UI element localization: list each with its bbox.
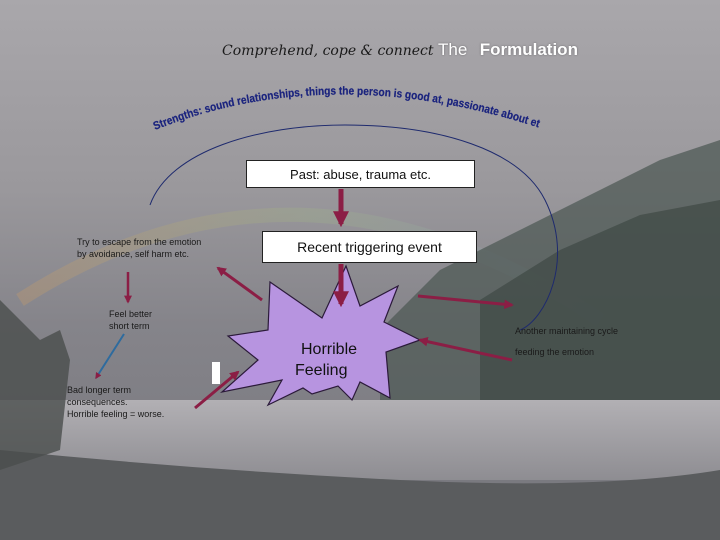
note-cycle-line-1: Another maintaining cycle	[515, 326, 619, 336]
box-trigger: Recent triggering event	[262, 231, 477, 263]
feeling-line-2: Feeling	[295, 362, 348, 379]
strengths-arc	[149, 124, 559, 331]
note-bad-line-1: Bad longer term	[67, 385, 132, 395]
horrible-feeling-starburst	[219, 264, 422, 407]
feeling-line-1: Horrible	[301, 341, 358, 358]
title: Comprehend, cope & connect The Formulati…	[0, 40, 720, 60]
note-feel-better-line-1: Feel better	[109, 309, 153, 319]
box-past: Past: abuse, trauma etc.	[246, 160, 475, 188]
arrow-feeling-to-escape	[216, 266, 263, 302]
note-cycle-line-2: feeding the emotion	[515, 347, 595, 357]
note-feel-better-line-2: short term	[109, 321, 150, 331]
title-tagline: Comprehend, cope & connect	[222, 43, 434, 59]
small-white-marker	[212, 362, 220, 384]
box-past-label: Past: abuse, trauma etc.	[290, 166, 431, 182]
background-hills-far	[480, 200, 720, 400]
background-shore	[0, 450, 720, 540]
arrow-bad-to-feeling	[194, 370, 240, 410]
note-bad-line-2: consequences.	[67, 397, 128, 407]
note-bad: Bad longer term consequences. Horrible f…	[67, 384, 187, 420]
title-the: The	[437, 40, 468, 59]
arrow-cycle-to-feeling	[418, 336, 513, 362]
arrow-feel-better-to-bad	[95, 333, 125, 380]
note-bad-line-3: Horrible feeling = worse.	[67, 409, 165, 419]
arrow-feeling-to-cycle	[417, 294, 514, 310]
note-escape: Try to escape from the emotion by avoida…	[77, 237, 202, 259]
background-trees-left	[0, 300, 70, 470]
horrible-feeling-label: Horrible Feeling	[295, 339, 357, 381]
title-main: Formulation	[479, 40, 578, 59]
note-feel-better: Feel better short term	[109, 308, 179, 332]
box-trigger-label: Recent triggering event	[297, 239, 442, 255]
